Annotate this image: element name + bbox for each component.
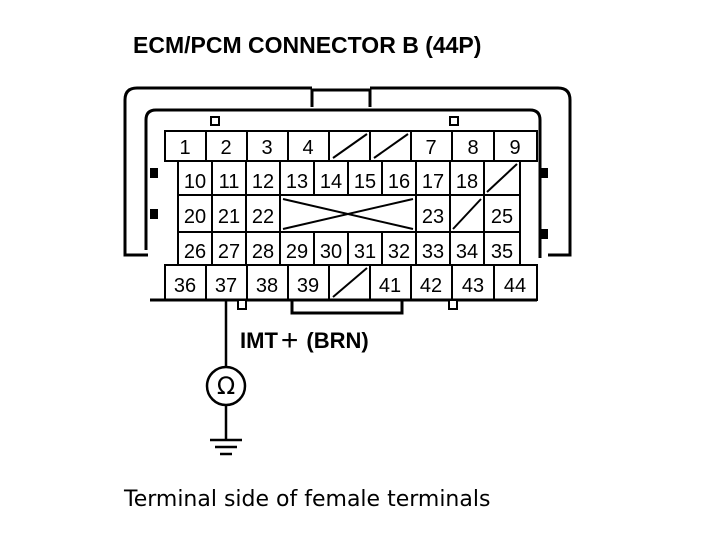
pin-4: 4 (302, 137, 313, 159)
pin-36: 36 (174, 275, 196, 297)
pin-22: 22 (252, 206, 274, 228)
ohmmeter-icon: Ω (205, 365, 247, 407)
pin-12: 12 (252, 171, 274, 193)
pin-43: 43 (462, 275, 484, 297)
pin-38: 38 (256, 275, 278, 297)
side-keys (150, 168, 548, 239)
signal-label: IMT+(BRN) (240, 324, 369, 357)
pin-13: 13 (286, 171, 308, 193)
pin-26: 26 (184, 241, 206, 263)
pin-18: 18 (456, 171, 478, 193)
pin-42: 42 (420, 275, 442, 297)
terminal-grid (164, 130, 538, 301)
pin-33: 33 (422, 241, 444, 263)
pin-23: 23 (422, 206, 444, 228)
pin-15: 15 (354, 171, 376, 193)
pin-3: 3 (261, 137, 272, 159)
ground-icon (210, 438, 242, 456)
pin-27: 27 (218, 241, 240, 263)
pin-21: 21 (218, 206, 240, 228)
pin-31: 31 (354, 241, 376, 263)
pin-44: 44 (504, 275, 526, 297)
locator-marks (210, 116, 459, 310)
pin-25: 25 (491, 206, 513, 228)
pin-30: 30 (320, 241, 342, 263)
pin-14: 14 (320, 171, 342, 193)
pin-16: 16 (388, 171, 410, 193)
pin-41: 41 (379, 275, 401, 297)
pin-2: 2 (220, 137, 231, 159)
pin-34: 34 (456, 241, 478, 263)
pin-1: 1 (179, 137, 190, 159)
pin-28: 28 (252, 241, 274, 263)
pin-10: 10 (184, 171, 206, 193)
pin-11: 11 (219, 171, 240, 193)
pin-37: 37 (215, 275, 237, 297)
diagram-title: ECM/PCM CONNECTOR B (44P) (133, 32, 481, 58)
pin-20: 20 (184, 206, 206, 228)
pin-29: 29 (286, 241, 308, 263)
pin-9: 9 (509, 137, 520, 159)
pin-35: 35 (491, 241, 513, 263)
ohm-symbol: Ω (217, 372, 235, 400)
pin-17: 17 (422, 171, 444, 193)
diagram-caption: Terminal side of female terminals (123, 487, 490, 512)
pin-32: 32 (388, 241, 410, 263)
pin-8: 8 (467, 137, 478, 159)
pin-39: 39 (297, 275, 319, 297)
pin-7: 7 (425, 137, 436, 159)
